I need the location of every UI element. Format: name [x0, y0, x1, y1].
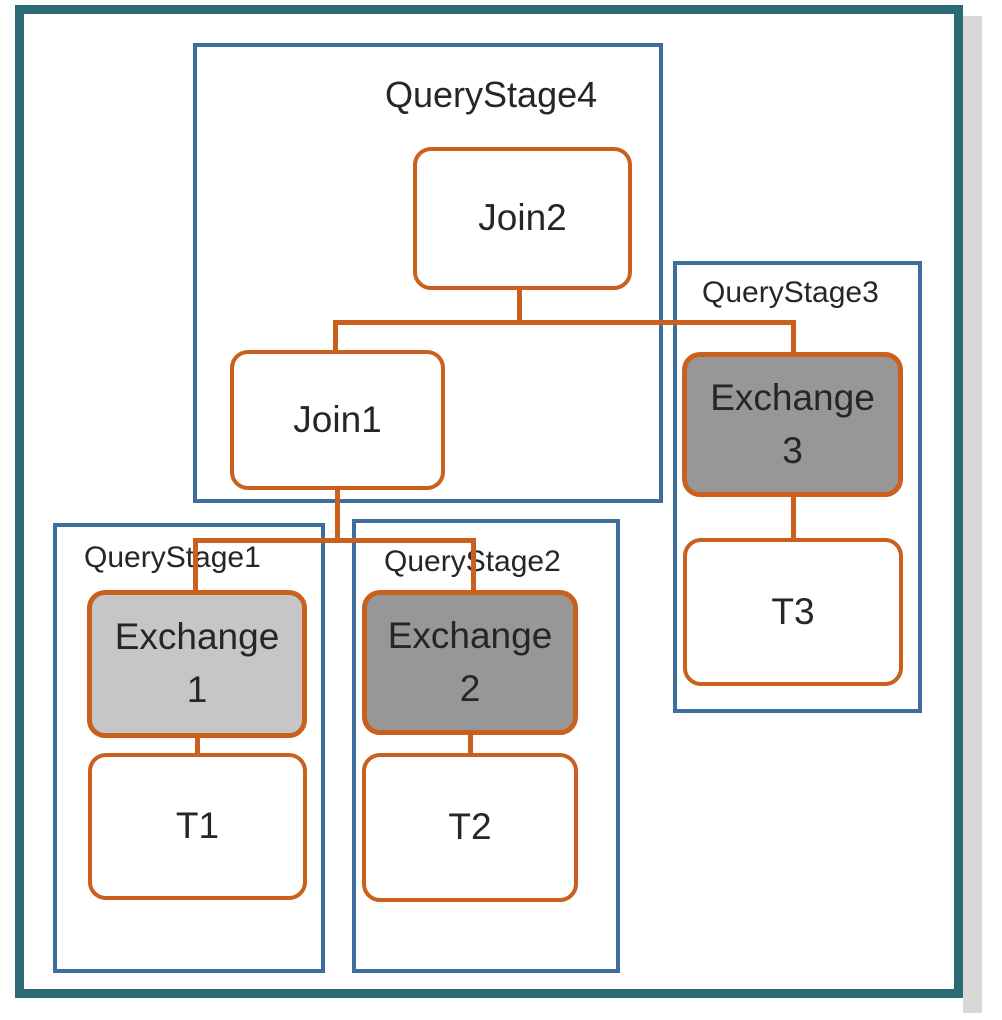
connector-join1-stem [335, 488, 340, 542]
node-exchange1: Exchange 1 [87, 590, 307, 738]
node-exchange3: Exchange 3 [682, 352, 903, 497]
stage-box-querystage3 [673, 261, 922, 713]
stage-title-querystage1: QueryStage1 [84, 541, 261, 574]
node-join2: Join2 [413, 147, 632, 290]
node-t1: T1 [88, 753, 307, 900]
node-t3: T3 [683, 538, 903, 686]
node-exchange1-label-line2: 1 [186, 669, 208, 710]
stage-box-querystage4 [193, 43, 663, 503]
node-exchange3-label-line2: 3 [782, 429, 803, 471]
node-join1-label: Join1 [293, 398, 382, 440]
node-exchange1-label-line1: Exchange [114, 616, 280, 658]
connector-join1-drop [333, 320, 338, 354]
stage-box-querystage2 [352, 519, 620, 973]
node-exchange2-label-line2: 2 [459, 667, 481, 709]
node-join2-label: Join2 [478, 197, 567, 239]
connector-join2-stem [517, 290, 522, 325]
connector-exchange2-t2 [468, 733, 473, 756]
node-join1: Join1 [230, 350, 445, 490]
connector-lower-horizontal [193, 538, 476, 543]
node-t3-label: T3 [771, 590, 815, 632]
node-exchange2-label-line1: Exchange [387, 614, 553, 656]
connector-exchange1-drop [193, 538, 198, 594]
stage-box-querystage1 [53, 523, 325, 973]
node-exchange2: Exchange 2 [362, 590, 578, 735]
drop-shadow [963, 16, 982, 1013]
stage-title-querystage4: QueryStage4 [385, 74, 598, 115]
connector-exchange1-t1 [195, 736, 200, 756]
stage-title-querystage3: QueryStage3 [702, 276, 879, 309]
connector-exchange3-t3 [791, 495, 796, 541]
node-exchange3-label-line1: Exchange [710, 376, 875, 418]
connector-upper-horizontal [333, 320, 796, 325]
connector-exchange3-drop [791, 320, 796, 356]
node-t2: T2 [362, 753, 578, 902]
node-t1-label: T1 [175, 805, 220, 847]
node-t2-label: T2 [448, 806, 492, 848]
connector-exchange2-drop [471, 538, 476, 594]
